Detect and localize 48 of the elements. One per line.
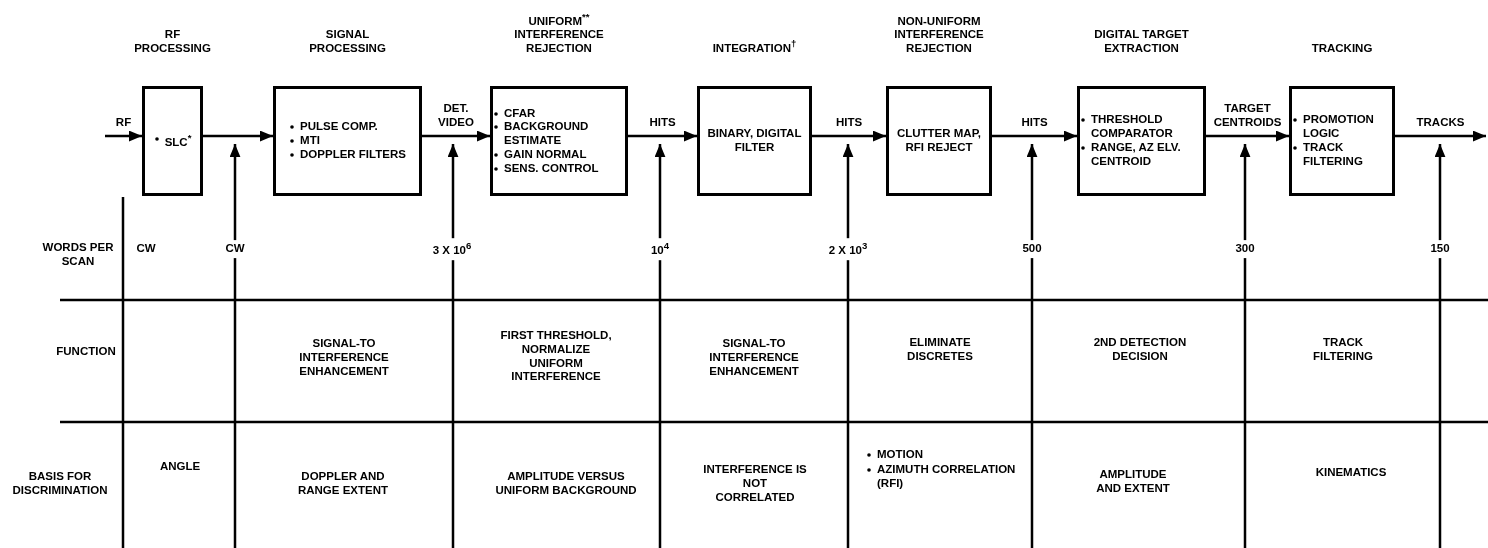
bullet-text: SENS. CONTROL: [493, 161, 625, 176]
table-cell-text: AMPLITUDE VERSUS UNIFORM BACKGROUND: [494, 470, 638, 498]
table-cell-text: ANGLE: [158, 460, 202, 474]
table-cell-text: KINEMATICS: [1314, 466, 1388, 480]
bullet-text: CFAR: [493, 106, 625, 121]
stage-heading: UNIFORM$^{**}$ INTERFERENCE REJECTION: [513, 10, 605, 56]
arrow: [1395, 130, 1486, 142]
bullet-text: TRACK FILTERING: [1292, 141, 1392, 169]
stage-heading: NON-UNIFORM INTERFERENCE REJECTION: [893, 14, 985, 56]
bullet-text: MOTION: [866, 448, 1017, 462]
arrow: [628, 130, 697, 142]
arrow: [105, 130, 142, 142]
bullet-text: PULSE COMP.: [289, 120, 406, 135]
bullet-text: BACKGROUND ESTIMATE: [493, 120, 625, 148]
box-text: BINARY, DIGITAL FILTER: [706, 127, 803, 155]
stage-heading: DIGITAL TARGET EXTRACTION: [1094, 28, 1189, 56]
stage-heading: SIGNAL PROCESSING: [308, 28, 387, 56]
stage-heading: INTEGRATION$^{†}$: [712, 38, 797, 56]
arrow: [203, 130, 273, 142]
table-cell-text: SIGNAL-TO INTERFERENCE ENHANCEMENT: [708, 337, 800, 379]
bullet-text: DOPPLER FILTERS: [289, 147, 406, 162]
row-heading: BASIS FOR DISCRIMINATION: [11, 470, 109, 498]
stage-heading: RF PROCESSING: [133, 28, 212, 56]
words-per-scan-value: 300: [1232, 240, 1258, 258]
table-cell-text: FIRST THRESHOLD, NORMALIZE UNIFORM INTERFERENCE: [499, 329, 613, 385]
bullet-text: SLC$^{*}$: [153, 132, 192, 150]
bullet-text: MTI: [289, 134, 406, 148]
arrow: [812, 130, 886, 142]
table-cell-text: SIGNAL-TO INTERFERENCE ENHANCEMENT: [298, 337, 390, 379]
table-cell-text: DOPPLER AND RANGE EXTENT: [296, 470, 390, 498]
table-cell-text: AMPLITUDE AND EXTENT: [1095, 468, 1171, 496]
table-cell-text: TRACK FILTERING: [1312, 336, 1374, 364]
row-heading: FUNCTION: [55, 345, 117, 359]
bullet-text: THRESHOLD COMPARATOR: [1080, 113, 1203, 141]
row-heading: WORDS PER SCAN: [41, 241, 115, 269]
bullet-text: PROMOTION LOGIC: [1292, 113, 1392, 141]
bullet-text: RANGE, AZ ELV. CENTROID: [1080, 141, 1203, 169]
box-text: CLUTTER MAP, RFI REJECT: [895, 127, 983, 155]
words-per-scan-value: 500: [1019, 240, 1045, 258]
table-cell-text: ELIMINATE DISCRETES: [906, 336, 974, 364]
bullet-text: AZIMUTH CORRELATION (RFI): [866, 463, 1017, 491]
bullet-text: GAIN NORMAL: [493, 147, 625, 162]
arrow: [422, 130, 490, 142]
stage-heading: TRACKING: [1311, 42, 1373, 56]
table-cell-text: 2ND DETECTION DECISION: [1092, 336, 1188, 364]
table-cell-text: INTERFERENCE IS NOT CORRELATED: [702, 463, 808, 505]
arrow: [992, 130, 1077, 142]
arrow: [1206, 130, 1289, 142]
